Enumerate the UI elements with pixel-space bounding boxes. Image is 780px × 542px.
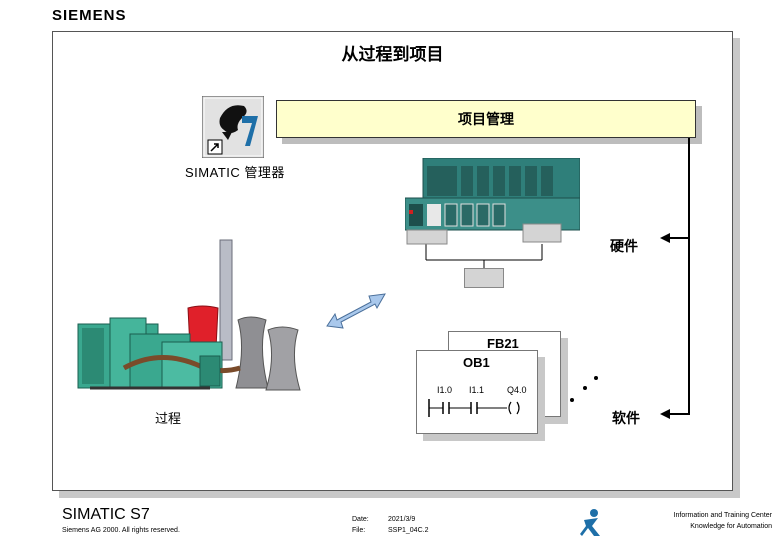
siemens-logo: SIEMENS	[52, 7, 127, 24]
simatic-manager-icon[interactable]	[201, 95, 265, 159]
training-center-logo-icon	[578, 508, 604, 542]
diagram-title: 从过程到项目	[341, 45, 444, 65]
simatic-manager-label: SIMATIC 管理器	[185, 165, 285, 180]
software-label: 软件	[612, 411, 640, 427]
ladder-input-1-label: I1.0	[437, 385, 453, 395]
footer-copyright: Siemens AG 2000. All rights reserved.	[62, 527, 180, 534]
process-plant-illustration	[70, 238, 310, 402]
double-arrow-icon	[325, 290, 387, 334]
ob1-label: OB1	[463, 355, 490, 370]
footer-center-line1: Information and Training Center	[673, 512, 772, 519]
hardware-label: 硬件	[610, 239, 638, 255]
ladder-output-label: Q4.0	[507, 385, 527, 395]
ob1-block[interactable]: OB1 I1.0 I1.1 Q4.0	[416, 350, 538, 434]
project-management-label: 项目管理	[458, 112, 514, 128]
footer-center-line2: Knowledge for Automation	[690, 523, 772, 530]
footer-date-value: 2021/3/9	[388, 516, 416, 523]
fb21-label: FB21	[487, 336, 519, 351]
plc-hardware	[404, 157, 581, 252]
process-label: 过程	[155, 412, 182, 427]
programming-device	[464, 268, 504, 288]
ladder-input-2-label: I1.1	[469, 385, 485, 395]
footer-file-value: SSP1_04C.2	[388, 527, 429, 534]
project-management-box: 项目管理	[276, 100, 696, 138]
footer-product: SIMATIC S7	[62, 506, 150, 523]
footer-date-label: Date:	[352, 516, 369, 523]
footer-file-label: File:	[352, 527, 366, 534]
ladder-rung	[428, 399, 520, 417]
